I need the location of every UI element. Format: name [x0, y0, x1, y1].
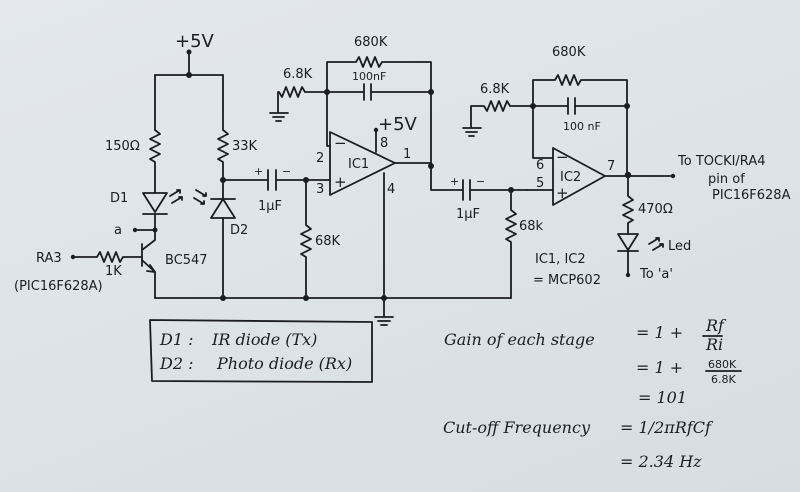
legend-box: D1 : IR diode (Tx) D2 : Photo diode (Rx) [149, 319, 373, 383]
resistor-150-label: 150Ω [105, 139, 140, 154]
input-pic-note: (PIC16F628A) [14, 279, 103, 294]
d2-label: D2 [230, 223, 248, 238]
led-label: Led [668, 239, 691, 254]
svg-text:8: 8 [380, 136, 388, 151]
stage1-feedback: 680K 100nF 6.8K [269, 35, 434, 167]
gain-result: = 101 [638, 388, 687, 407]
stage1-input: + − 1μF 68K [222, 165, 341, 299]
svg-text:−: − [476, 175, 485, 188]
svg-text:4: 4 [387, 182, 395, 197]
d1-label: D1 [110, 191, 128, 206]
svg-text:+: + [254, 165, 263, 178]
ground-rail [154, 295, 512, 326]
stage2-rf-label: 680K [552, 45, 586, 60]
output-line3: PIC16F628A [712, 188, 791, 203]
legend-d1-key: D1 : [159, 330, 193, 349]
gain-eq2-num: 680K [708, 358, 737, 371]
transistor-bc547-icon [141, 229, 156, 299]
ic1-supply-label: +5V [378, 114, 418, 135]
transistor-label: BC547 [165, 253, 208, 268]
svg-text:+: + [334, 173, 347, 191]
svg-text:1: 1 [403, 147, 411, 162]
stage1-rf-label: 680K [354, 35, 388, 50]
legend-d2-key: D2 : [159, 354, 193, 373]
stage1-cf-label: 100nF [352, 70, 386, 83]
ic-note-line2: = MCP602 [533, 273, 601, 288]
led-icon [617, 233, 664, 252]
output-line1: To TOCKI/RA4 [677, 154, 765, 169]
stage2-feedback: 680K 100 nF 6.8K [462, 45, 630, 176]
cutoff-formula: = 1/2πRfCf [620, 418, 714, 437]
transmitter-branch: 150Ω D1 a BC547 RA3 1K (PIC16F628A) [14, 74, 208, 299]
resistor-33k-label: 33K [232, 139, 258, 154]
equations: Gain of each stage = 1 + Rf Ri = 1 + 680… [443, 316, 742, 471]
stage1-cap-label: 1μF [258, 199, 282, 214]
svg-text:+: + [556, 184, 569, 202]
legend-d2-desc: Photo diode (Rx) [216, 354, 352, 373]
gain-eq1-den: Ri [705, 335, 723, 354]
svg-text:7: 7 [607, 159, 615, 174]
ic1-opamp: IC1 − + 2 3 1 8 4 +5V [316, 114, 418, 299]
svg-text:2: 2 [316, 151, 324, 166]
receiver-branch: 33K D2 [193, 74, 258, 299]
led-resistor-label: 470Ω [638, 202, 673, 217]
cutoff-label: Cut-off Frequency [443, 418, 591, 437]
stage1-ri-label: 6.8K [283, 67, 313, 82]
output-section: To TOCKI/RA4 pin of PIC16F628A 470Ω Led … [604, 154, 791, 282]
base-resistor-label: 1K [105, 264, 122, 279]
gain-eq2-den: 6.8K [711, 373, 736, 386]
ic2-label: IC2 [560, 170, 581, 185]
ic-note-line1: IC1, IC2 [535, 252, 586, 267]
ic1-label: IC1 [348, 157, 369, 172]
svg-text:−: − [556, 148, 569, 166]
gain-eq1-num: Rf [705, 316, 727, 335]
svg-text:6: 6 [536, 158, 544, 173]
svg-text:+: + [450, 175, 459, 188]
stage1-bias-resistor-label: 68K [315, 234, 341, 249]
stage2-bias-resistor-label: 68k [519, 219, 544, 234]
svg-text:−: − [334, 134, 347, 152]
supply-5v: +5V [154, 31, 224, 78]
d2-photo-diode-icon [193, 179, 236, 219]
stage2-input: + − 1μF 68k [394, 162, 544, 299]
stage2-cf-label: 100 nF [563, 120, 601, 133]
output-line2: pin of [708, 172, 745, 187]
gain-label: Gain of each stage [444, 330, 595, 349]
stage2-cap-label: 1μF [456, 207, 480, 222]
svg-text:−: − [282, 165, 291, 178]
d1-ir-diode-icon [142, 189, 183, 215]
ic2-opamp: IC2 − + 6 5 7 [526, 147, 615, 206]
input-ra3-label: RA3 [36, 251, 62, 266]
svg-text:3: 3 [316, 182, 324, 197]
legend-d1-desc: IR diode (Tx) [211, 330, 317, 349]
cutoff-result: = 2.34 Hz [620, 452, 702, 471]
node-a-label: a [114, 223, 122, 238]
stage2-ri-label: 6.8K [480, 82, 510, 97]
svg-text:5: 5 [536, 176, 544, 191]
supply-label: +5V [175, 31, 215, 52]
gain-eq1-prefix: = 1 + [636, 323, 683, 342]
led-return-label: To 'a' [639, 267, 673, 282]
ground-icon [374, 297, 394, 326]
gain-eq2-prefix: = 1 + [636, 358, 683, 377]
